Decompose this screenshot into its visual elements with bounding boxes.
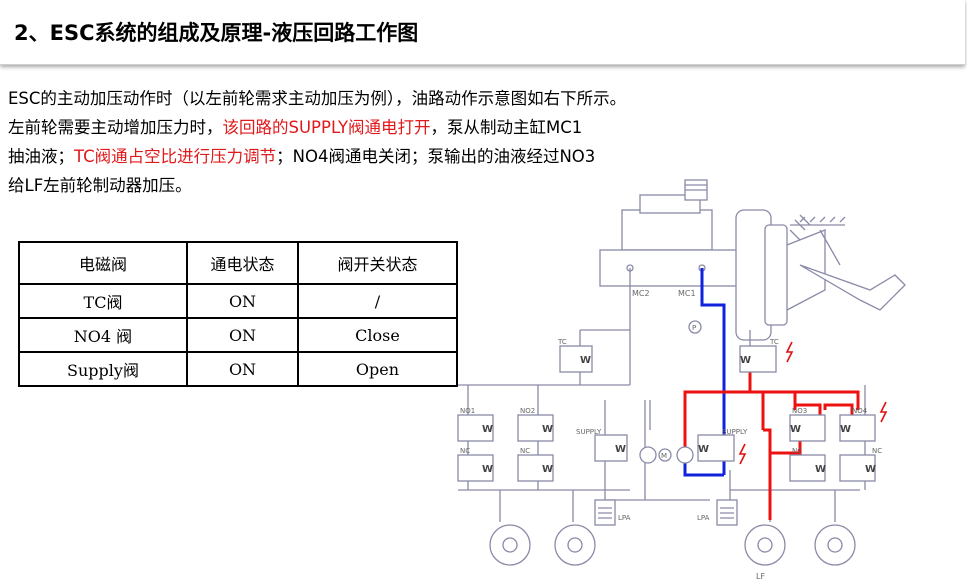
grey-piping: [458, 268, 866, 522]
table-header: 通电状态: [186, 241, 299, 285]
line2-text-end: ，泵从制动主缸MC1: [430, 118, 583, 137]
svg-text:W: W: [740, 355, 751, 366]
table-cell: Supply阀: [18, 351, 188, 387]
table-header: 阀开关状态: [297, 241, 458, 285]
svg-text:W: W: [865, 464, 876, 475]
supply-valve-right: [697, 434, 735, 462]
description-paragraph: ESC的主动加压动作时（以左前轮需求主动加压为例），油路动作示意图如右下所示。 …: [8, 84, 768, 200]
lightning-icons: [738, 341, 888, 465]
mc2-label: MC2: [632, 289, 650, 298]
table-cell: ON: [186, 351, 299, 387]
no1-valve: [457, 414, 494, 442]
table-cell: ON: [186, 317, 299, 353]
no2-valve: [517, 414, 554, 442]
nc2-valve: [517, 454, 554, 482]
tc-valve-right: [739, 345, 777, 373]
svg-text:W: W: [542, 464, 553, 475]
table-cell: Close: [297, 317, 458, 353]
low-pressure-accumulators: LPA LPA: [594, 499, 738, 526]
lightning-icon: [879, 401, 888, 423]
tc-valve-left: [559, 345, 593, 373]
pressure-sensor-label: P: [692, 324, 696, 332]
svg-text:W: W: [580, 355, 591, 366]
table-cell: TC阀: [18, 283, 188, 319]
no3-valve: [789, 414, 826, 442]
description-line-3: 抽油液；TC阀通占空比进行压力调节；NO4阀通电关闭；泵输出的油液经过NO3: [8, 142, 768, 171]
brake-booster: [735, 209, 906, 341]
line3-highlight: TC阀通占空比进行压力调节: [74, 147, 277, 166]
no2-label: NO2: [520, 407, 535, 415]
table-row: Supply阀 ON Open: [18, 351, 458, 387]
table-header-row: 电磁阀 通电状态 阀开关状态: [18, 241, 458, 285]
pump-motor: M: [639, 446, 694, 464]
svg-text:W: W: [698, 444, 709, 455]
table-cell: NO4 阀: [18, 317, 188, 353]
nc4-valve: [839, 454, 876, 482]
table-cell: ON: [186, 283, 299, 319]
nc1-valve: [457, 454, 494, 482]
lightning-icon: [785, 341, 794, 363]
valve-state-table: 电磁阀 通电状态 阀开关状态 TC阀 ON / NO4 阀 ON Close S…: [18, 241, 458, 387]
pressure-sensor: P: [688, 320, 702, 334]
nc4-label: NC: [872, 447, 882, 455]
supply-valve-left: [594, 434, 628, 462]
header-bar: 2、ESC系统的组成及原理-液压回路工作图: [0, 0, 965, 65]
pump-icon: [639, 446, 657, 464]
master-cylinder: MC2 MC1: [599, 179, 751, 298]
solenoid-w-labels: W W W W W W W W W W W W: [482, 355, 876, 475]
svg-text:W: W: [482, 424, 493, 435]
tc-right-label: TC: [769, 338, 779, 346]
supply-right-label: SUPPLY: [722, 428, 748, 436]
nc3-label: NC: [792, 447, 802, 455]
line2-text: 左前轮需要主动增加压力时，: [8, 118, 223, 137]
no4-valve: [839, 414, 876, 442]
wheel-brakes: [489, 524, 856, 566]
mc1-label: MC1: [678, 289, 696, 298]
pump-icon: [676, 446, 694, 464]
page-title: 2、ESC系统的组成及原理-液压回路工作图: [14, 21, 419, 45]
table-cell: /: [297, 283, 458, 319]
lightning-icon: [738, 443, 747, 465]
line3-text: 抽油液；: [8, 147, 74, 166]
valve-blocks: [457, 345, 876, 482]
supply-left-label: SUPPLY: [576, 428, 602, 436]
svg-text:W: W: [790, 424, 801, 435]
description-line-1: ESC的主动加压动作时（以左前轮需求主动加压为例），油路动作示意图如右下所示。: [8, 89, 627, 108]
svg-text:W: W: [542, 424, 553, 435]
description-line-4: 给LF左前轮制动器加压。: [8, 176, 192, 195]
lf-label: LF: [756, 572, 765, 581]
valve-labels: TC TC NO1 NO2 NO3 NO4 NC NC NC NC SUPPLY…: [460, 338, 882, 455]
hydraulic-circuit-diagram: MC2 MC1 P: [457, 179, 906, 581]
lpa-right-label: LPA: [697, 514, 710, 522]
svg-text:W: W: [815, 464, 826, 475]
no4-label: NO4: [852, 407, 868, 415]
nc2-label: NC: [520, 447, 530, 455]
line2-highlight: 该回路的SUPPLY阀通电打开: [222, 118, 431, 137]
lpa-left-label: LPA: [618, 514, 631, 522]
svg-text:W: W: [482, 464, 493, 475]
nc1-label: NC: [460, 447, 470, 455]
line3-text-end: ；NO4阀通电关闭；泵输出的油液经过NO3: [276, 147, 596, 166]
no1-label: NO1: [460, 407, 475, 415]
tc-left-label: TC: [557, 338, 567, 346]
table-row: NO4 阀 ON Close: [18, 317, 458, 353]
table-header: 电磁阀: [18, 241, 188, 285]
table-cell: Open: [297, 351, 458, 387]
svg-text:W: W: [840, 424, 851, 435]
motor-icon: [658, 448, 672, 462]
svg-text:M: M: [661, 452, 667, 460]
nc3-valve: [789, 454, 826, 482]
no3-label: NO3: [792, 407, 807, 415]
table-row: TC阀 ON /: [18, 283, 458, 319]
description-line-2: 左前轮需要主动增加压力时，该回路的SUPPLY阀通电打开，泵从制动主缸MC1: [8, 113, 768, 142]
svg-text:W: W: [615, 444, 626, 455]
